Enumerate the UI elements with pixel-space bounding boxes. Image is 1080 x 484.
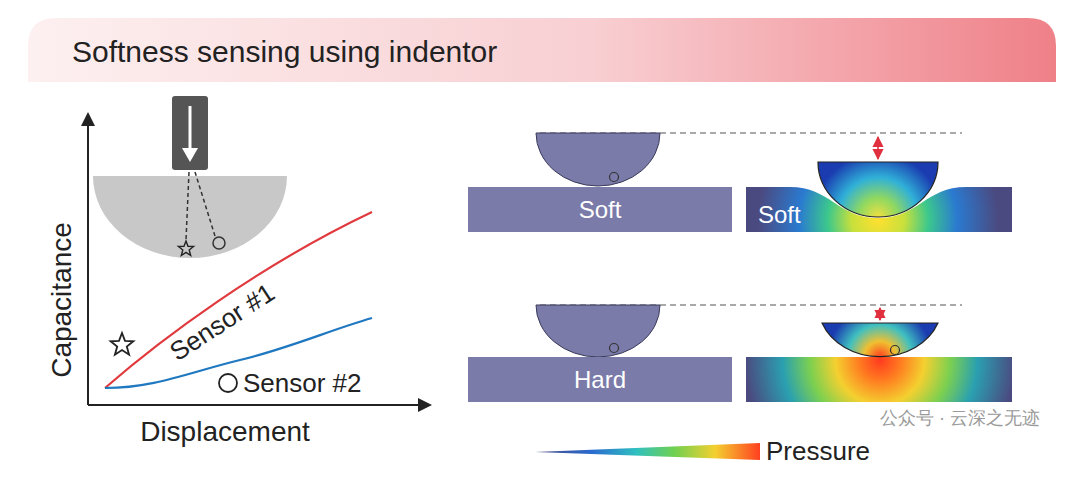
axis-label: Capacitance [48, 222, 76, 378]
colorbar-label: Pressure [766, 438, 870, 464]
slab-label: Hard [574, 368, 626, 392]
hard-slab: Hard [468, 357, 732, 402]
soft-slab-deformed: Soft [746, 187, 1012, 232]
star-marker [111, 333, 134, 355]
axis-label: Displacement [140, 418, 310, 446]
star-marker [178, 241, 193, 256]
series-label: Sensor #1 [165, 279, 279, 365]
banner-title: Softness sensing using indentor [72, 37, 497, 67]
series-label: Sensor #2 [243, 370, 362, 396]
watermark: 公众号 · 云深之无迹 [880, 409, 1040, 427]
soft-slab: Soft [468, 187, 732, 232]
slab-label: Soft [579, 198, 622, 222]
slab-label: Soft [758, 203, 801, 227]
